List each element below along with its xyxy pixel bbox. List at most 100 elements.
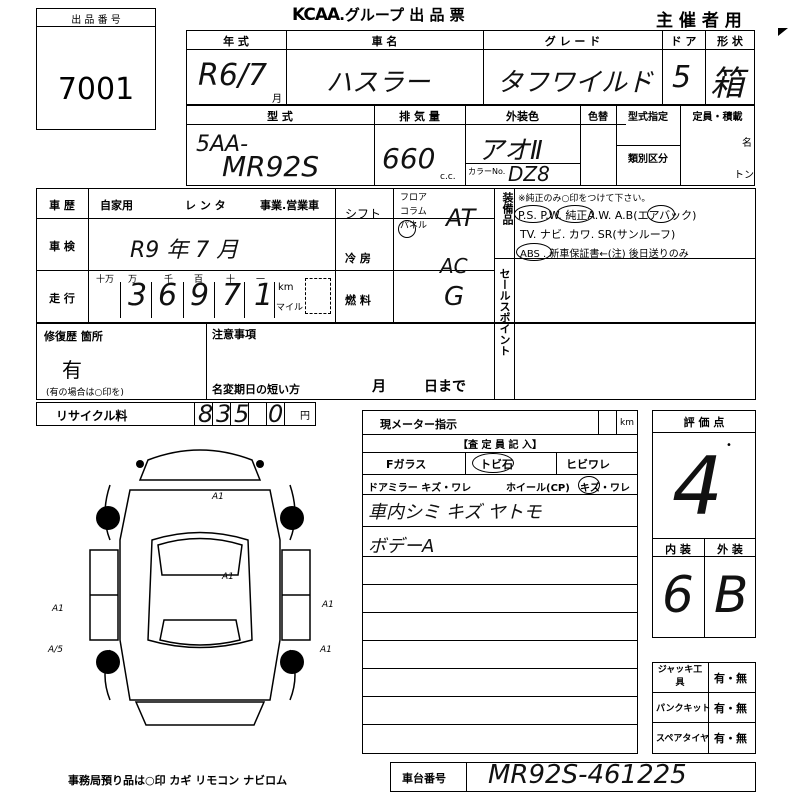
year-label: 年 式	[223, 35, 249, 48]
ac-label: 冷 房	[345, 252, 371, 265]
mile-checkbox[interactable]	[305, 278, 331, 314]
vehicle-table	[186, 30, 755, 186]
accessory-jack: ジャッキ工具	[654, 664, 706, 690]
door-label: ド ア	[670, 35, 697, 48]
mileage-unit-km: km	[278, 282, 294, 293]
inspector-comment-1: 車内シミ キズ ヤトモ	[368, 502, 542, 523]
sales-point-label-text: セールスポイント	[498, 268, 511, 356]
score-label: 評 価 点	[683, 416, 725, 429]
door-value: 5	[672, 60, 692, 95]
history-option-rental[interactable]: レ ン タ	[185, 199, 226, 212]
equipment-label: 装備品	[496, 192, 514, 233]
repair-note: (有の場合は○印を)	[46, 388, 124, 398]
mileage-digit-2: 9	[190, 278, 210, 313]
accessory-jack-label: ジャッキ工具	[657, 665, 703, 688]
mileage-digit-0: 3	[128, 278, 148, 313]
mileage-digit-label-1: 万	[128, 275, 138, 285]
accessory-spare-value[interactable]: 有・無	[714, 732, 747, 745]
recycle-digit-3: 0	[268, 400, 284, 428]
brand-title: KCAA.グループ 出 品 票	[292, 4, 465, 25]
year-value: R6/7	[198, 58, 268, 93]
recycle-box	[36, 402, 316, 426]
interior-label: 内 装	[665, 543, 691, 556]
displacement-value: 660	[382, 142, 436, 175]
displacement-label: 排 気 量	[399, 110, 440, 123]
score-dots: •	[726, 440, 732, 451]
repair-value: 有	[62, 358, 82, 382]
equipment-label-text: 装備品	[501, 192, 514, 225]
lot-number-box	[36, 8, 156, 130]
car-rear-window	[159, 619, 241, 646]
inspector-label: 【査 定 員 記 入】	[458, 440, 542, 451]
tire-front-right-icon	[280, 506, 304, 530]
name-change-month: 月	[372, 379, 386, 395]
mileage-label: 走 行	[49, 292, 75, 305]
damage-mark-extra: A1	[322, 600, 334, 610]
footer-note: 事務局預り品は○印 カギ リモコン ナビロム	[68, 774, 288, 787]
car-outline-front	[138, 449, 262, 481]
accessory-puncture-label: パンクキット	[656, 704, 711, 714]
color-code-label: カラーNo.	[468, 167, 506, 176]
history-option-business[interactable]: 事業.営業車	[260, 199, 320, 212]
history-label: 車 歴	[49, 199, 75, 212]
accessories-box	[652, 662, 756, 754]
car-damage-diagram	[89, 449, 311, 726]
repair-label: 修復歴 箇所	[44, 330, 103, 343]
grade-label: グ レ ー ド	[544, 35, 601, 48]
capacity-label: 定員・積載	[692, 112, 743, 123]
interior-value: 6	[662, 566, 694, 624]
type-designation-label: 型式指定	[628, 112, 668, 123]
tire-rear-left-icon	[96, 650, 120, 674]
car-outline-rear	[134, 701, 266, 726]
sales-point-label: セールスポイント	[496, 268, 512, 359]
color-change-label: 色替	[588, 112, 608, 123]
recycle-digit-2: 5	[234, 400, 250, 428]
brand-title-text: .グループ 出 品 票	[339, 6, 465, 24]
year-unit: 月	[272, 94, 282, 105]
corner-mark-icon	[778, 28, 788, 36]
model-value: MR92S	[222, 150, 320, 183]
damage-mark-3: A1	[52, 604, 64, 614]
equipment-line-3: ABS . 新車保証書←(注) 後日送りのみ	[520, 249, 689, 260]
name-value: ハスラー	[326, 68, 431, 98]
inspection-value: R9 年 7 月	[130, 238, 239, 263]
shape-label: 形 状	[717, 35, 743, 48]
sponsor-label: 主 催 者 用	[656, 11, 742, 31]
condition-table	[36, 188, 756, 400]
door-mirror-label: ドアミラー キズ・ワレ	[368, 483, 472, 494]
capacity-unit-persons: 名	[742, 138, 752, 149]
displacement-unit: c.c.	[440, 172, 456, 182]
meter-label: 現メーター指示	[380, 418, 457, 431]
ab-circle-mark	[647, 205, 675, 223]
car-right-side	[281, 549, 311, 641]
shift-option-floor[interactable]: フロア	[400, 193, 428, 203]
damage-mark-4: A/5	[48, 645, 63, 655]
car-windshield	[157, 537, 243, 576]
name-label: 車 名	[371, 35, 398, 48]
recycle-digit-1: 3	[216, 400, 232, 428]
abs-circle-mark	[516, 243, 552, 261]
wheel-damage-circle-mark	[578, 476, 600, 494]
shift-option-column[interactable]: コラム	[400, 207, 427, 217]
meter-unit: km	[620, 418, 634, 428]
brand-logo: KCAA	[292, 5, 340, 25]
fuel-label: 燃 料	[345, 294, 371, 307]
accessory-puncture-value[interactable]: 有・無	[714, 702, 747, 715]
equipment-note: ※純正のみ○印をつけて下さい。	[518, 194, 651, 204]
history-option-private[interactable]: 自家用	[100, 199, 133, 212]
shift-circle-mark	[398, 220, 416, 238]
accessory-jack-value[interactable]: 有・無	[714, 672, 747, 685]
mileage-digit-1: 6	[158, 278, 178, 313]
inspector-box	[362, 410, 638, 754]
damage-mark-1: A1	[212, 492, 224, 502]
color-value: アオⅡ	[478, 136, 543, 166]
lot-label: 出 品 番 号	[71, 15, 121, 26]
shift-label: シフト	[345, 207, 382, 221]
mileage-digit-label-5: 一	[256, 275, 266, 285]
inspector-comment-2: ボデーA	[368, 536, 435, 557]
tire-front-left-icon	[96, 506, 120, 530]
capacity-unit-tons: トン	[734, 170, 754, 181]
category-label: 類別区分	[628, 154, 668, 165]
car-left-side	[89, 549, 119, 641]
score-value: 4	[672, 440, 723, 533]
